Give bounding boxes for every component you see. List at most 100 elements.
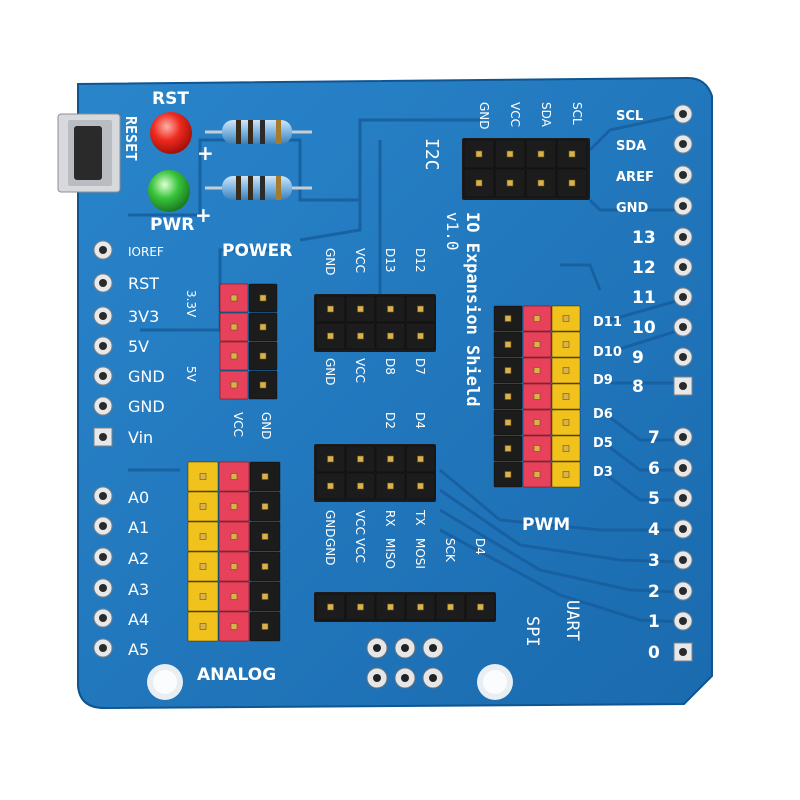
right-label-top-2: AREF	[616, 170, 654, 185]
uart-title: UART	[562, 600, 582, 641]
resistor-1	[205, 120, 312, 144]
left-label-gnd-4: GND	[128, 367, 165, 386]
right-pin-top-6	[673, 287, 693, 307]
left-label-vin-6: Vin	[128, 428, 153, 447]
analog-pin-sig-4	[187, 581, 219, 612]
digital-header-mid-labels: D2 D4	[383, 412, 427, 429]
right-pin-top-0	[673, 104, 693, 124]
dig-mid-pin-1-1	[345, 472, 376, 500]
i2c-header	[462, 138, 590, 200]
pwm-pin-gnd-4	[493, 409, 523, 436]
i2c-pin-1-1	[494, 168, 526, 198]
icsp-pin-1-1	[394, 667, 416, 689]
analog-label-a1: A1	[128, 518, 149, 537]
dig-top-pin-3-0	[405, 295, 436, 323]
pwm-pin-sig-4	[551, 409, 581, 436]
icsp-pin-0-0	[366, 637, 388, 659]
right-label-top-7: 10	[632, 318, 656, 338]
pwm-header	[493, 305, 581, 488]
dig-mid-label-0: D2	[383, 412, 397, 429]
right-label-bottom-6: 1	[648, 612, 660, 632]
uart-label-2: RX	[383, 510, 397, 527]
left-pin-4	[93, 366, 113, 386]
spi-pin-2	[375, 593, 406, 621]
right-pin-top-3	[673, 196, 693, 216]
right-label-bottom-0: 7	[648, 428, 660, 448]
i2c-title: I2C	[421, 138, 442, 171]
digital-header-mid	[314, 444, 436, 502]
dig-top-label-3: D12	[413, 248, 427, 273]
dig-top-label-0: GND	[323, 248, 337, 276]
spi-header	[314, 592, 496, 622]
analog-edge-pin-2	[93, 547, 113, 567]
i2c-pin-0-1	[463, 168, 495, 198]
power-pin-vcc-3	[219, 370, 249, 400]
right-label-bottom-4: 3	[648, 551, 660, 571]
reset-button[interactable]	[57, 113, 121, 193]
left-pin-6	[93, 427, 113, 447]
power-rail-5: 5V	[184, 366, 198, 383]
pwm-pin-vcc-6	[522, 461, 552, 488]
i2c-label-scl: SCL	[570, 102, 584, 125]
analog-edge-pin-0	[93, 486, 113, 506]
analog-label-a4: A4	[128, 610, 149, 629]
i2c-pin-3-1	[556, 168, 588, 198]
spi-label-3: MOSI	[413, 538, 427, 569]
analog-title: ANALOG	[197, 665, 276, 685]
analog-pin-sig-0	[187, 461, 219, 492]
spi-pin-1	[345, 593, 376, 621]
pwm-label-d6: D6	[593, 407, 613, 422]
led-rst	[150, 112, 192, 154]
dig-top-label-1: VCC	[353, 248, 367, 273]
dig-mid-pin-0-1	[315, 472, 346, 500]
dig-top-pin-1-1	[345, 322, 376, 350]
right-label-top-3: GND	[616, 201, 649, 216]
mounting-holes	[147, 664, 513, 700]
dig-top-pin-0-0	[315, 295, 346, 323]
pwm-pin-gnd-5	[493, 435, 523, 462]
pwm-label-d5: D5	[593, 436, 613, 451]
left-pin-1	[93, 273, 113, 293]
led-pwr-label: PWR	[150, 215, 194, 235]
dig-mid-pin-2-0	[375, 445, 406, 473]
analog-pin-vcc-0	[218, 461, 250, 492]
analog-header	[187, 461, 281, 642]
pwm-pin-vcc-0	[522, 305, 552, 332]
analog-pin-gnd-3	[249, 551, 281, 582]
pwm-pin-sig-5	[551, 435, 581, 462]
reset-button-label: RESET	[122, 116, 140, 161]
right-pin-bottom-4	[673, 550, 693, 570]
board-title: IO Expansion Shield	[462, 212, 482, 406]
dig-bottom-label-0: GND	[323, 358, 337, 386]
dig-bottom-label-3: D7	[413, 358, 427, 375]
dig-mid-label-1: D4	[413, 412, 427, 429]
pwm-pin-sig-2	[551, 357, 581, 384]
pcb-traces	[128, 113, 681, 624]
left-pin-3	[93, 336, 113, 356]
i2c-pin-3-0	[556, 139, 588, 169]
right-label-bottom-3: 4	[648, 520, 660, 540]
right-label-bottom-2: 5	[648, 489, 660, 509]
left-label-ioref-0: IOREF	[128, 245, 164, 259]
right-pin-bottom-6	[673, 611, 693, 631]
analog-pin-vcc-4	[218, 581, 250, 612]
uart-label-1: VCC	[353, 510, 367, 535]
analog-edge-pin-3	[93, 578, 113, 598]
spi-pin-4	[435, 593, 466, 621]
pwm-pin-vcc-1	[522, 331, 552, 358]
power-pin-gnd-2	[248, 341, 278, 371]
i2c-pin-2-1	[525, 168, 557, 198]
analog-pin-sig-1	[187, 491, 219, 522]
power-gnd-label: GND	[259, 412, 273, 440]
i2c-label-sda: SDA	[539, 102, 553, 128]
led-pwr-plus: +	[195, 203, 212, 227]
i2c-pin-1-0	[494, 139, 526, 169]
right-pin-bottom-0	[673, 427, 693, 447]
led-rst-label: RST	[152, 89, 189, 109]
